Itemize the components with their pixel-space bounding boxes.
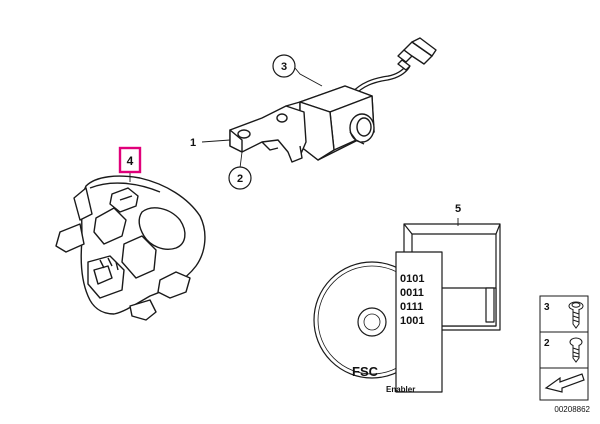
legend-item-2-number: 2 — [544, 338, 550, 349]
screw-icon — [569, 337, 583, 363]
leader-lines — [129, 67, 459, 226]
software-package — [313, 223, 501, 393]
screw-with-washer-icon — [568, 301, 584, 329]
binary-line: 0101 — [400, 273, 424, 285]
enabler-label: Enabler — [386, 385, 415, 394]
binary-line: 1001 — [400, 315, 424, 327]
legend-item-3-number: 3 — [544, 302, 550, 313]
switch-unit-with-connector — [299, 37, 437, 161]
callout-3-number: 3 — [281, 61, 287, 73]
diagram-arrow-icon — [544, 373, 585, 393]
handlebar-switch-assembly — [55, 175, 206, 321]
callout-4-highlighted[interactable]: 4 — [118, 146, 142, 174]
callout-2-number: 2 — [237, 173, 243, 185]
callout-2: 2 — [228, 166, 252, 190]
binary-line: 0111 — [400, 301, 423, 313]
fsc-label: FSC — [352, 364, 379, 379]
binary-code-block: 0101 0011 0111 1001 — [400, 273, 424, 327]
binary-line: 0011 — [400, 287, 424, 299]
callout-5: 5 — [455, 203, 461, 215]
callout-1-number: 1 — [190, 137, 196, 149]
callout-5-number: 5 — [455, 203, 461, 215]
mounting-bracket — [229, 101, 307, 163]
callout-3: 3 — [272, 54, 296, 78]
callout-4-number: 4 — [127, 154, 134, 168]
callout-1: 1 — [190, 137, 196, 149]
hardware-legend — [539, 295, 589, 401]
diagram-number: 00208862 — [554, 405, 590, 414]
